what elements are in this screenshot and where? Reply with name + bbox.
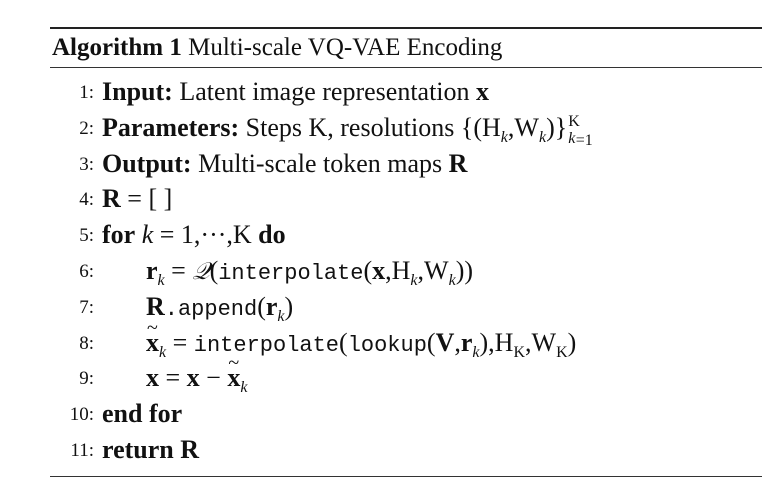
line-number: 11: xyxy=(70,439,94,461)
line-number: 5: xyxy=(79,225,94,247)
algorithm-line: 4: R = [ ] xyxy=(50,181,762,217)
line-body: xk = interpolate(lookup(V,rk),HK,WK) xyxy=(146,311,576,364)
algorithm-line: 8: xk = interpolate(lookup(V,rk),HK,WK) xyxy=(50,311,762,364)
keyword: return xyxy=(102,434,174,464)
function-name: append xyxy=(177,296,258,322)
function-name: interpolate xyxy=(218,260,364,286)
algorithm-label: Algorithm 1 xyxy=(52,34,182,61)
math-expression: k = 1,···,K xyxy=(141,220,252,250)
line-number: 4: xyxy=(79,189,94,211)
math-var: x xyxy=(476,77,490,106)
algorithm-line: 10: end for xyxy=(50,396,762,432)
algorithm-line: 5: for k = 1,···,K do xyxy=(50,217,762,253)
algorithm-line: 7: R.append(rk) xyxy=(50,289,762,325)
line-number: 1: xyxy=(79,82,94,103)
keyword: Parameters: xyxy=(102,112,240,142)
top-rule xyxy=(50,27,762,29)
algorithm-lines: 1: Input: Latent image representation x … xyxy=(50,68,762,468)
line-body: x = x − xk xyxy=(146,346,247,396)
line-number: 7: xyxy=(79,296,94,318)
line-text: Multi-scale token maps xyxy=(198,148,443,178)
algorithm-line: 3: Output: Multi-scale token maps R xyxy=(50,146,762,182)
line-text: Steps K, resolutions xyxy=(245,112,455,142)
line-number: 6: xyxy=(79,260,94,282)
line-body: for k = 1,···,K do xyxy=(102,217,286,253)
line-number: 9: xyxy=(79,368,94,390)
algorithm-line: 11: return R xyxy=(50,432,762,468)
line-body: R = [ ] xyxy=(102,181,172,217)
caption-rule xyxy=(50,67,762,68)
line-text: Latent image representation xyxy=(179,77,470,106)
algorithm-line: 1: Input: Latent image representation x xyxy=(50,74,762,110)
line-number: 8: xyxy=(79,332,94,354)
line-body: rk = 𝒬(interpolate(x,Hk,Wk)) xyxy=(146,255,474,290)
line-body: end for xyxy=(102,396,182,432)
line-number: 2: xyxy=(79,117,94,139)
algorithm-line: 9: x = x − xk xyxy=(50,346,762,396)
algorithm-line: 2: Parameters: Steps K, resolutions {(Hk… xyxy=(50,110,762,149)
math-var: R xyxy=(180,434,200,464)
algorithm-caption: Algorithm 1 Multi-scale VQ-VAE Encoding xyxy=(50,29,762,67)
keyword: end for xyxy=(102,399,183,429)
keyword: do xyxy=(258,220,286,250)
math-expression: R = [ ] xyxy=(102,184,173,214)
line-number: 3: xyxy=(79,153,94,175)
keyword: Output: xyxy=(102,148,192,178)
function-name: interpolate xyxy=(193,332,340,358)
keyword: Input: xyxy=(102,77,173,106)
line-body: R.append(rk) xyxy=(146,291,294,325)
algorithm-line: 6: rk = 𝒬(interpolate(x,Hk,Wk)) xyxy=(50,253,762,289)
algorithm-title: Multi-scale VQ-VAE Encoding xyxy=(188,34,503,61)
line-body: Input: Latent image representation x xyxy=(102,74,489,110)
algorithm-box: Algorithm 1 Multi-scale VQ-VAE Encoding … xyxy=(50,27,762,477)
keyword: for xyxy=(102,220,136,250)
line-number: 10: xyxy=(69,404,94,426)
line-body: Parameters: Steps K, resolutions {(Hk,Wk… xyxy=(102,110,593,150)
function-name: lookup xyxy=(347,332,427,358)
line-body: Output: Multi-scale token maps R xyxy=(102,146,467,182)
bottom-rule xyxy=(50,475,762,477)
math-var: R xyxy=(448,148,468,178)
line-body: return R xyxy=(102,432,199,468)
